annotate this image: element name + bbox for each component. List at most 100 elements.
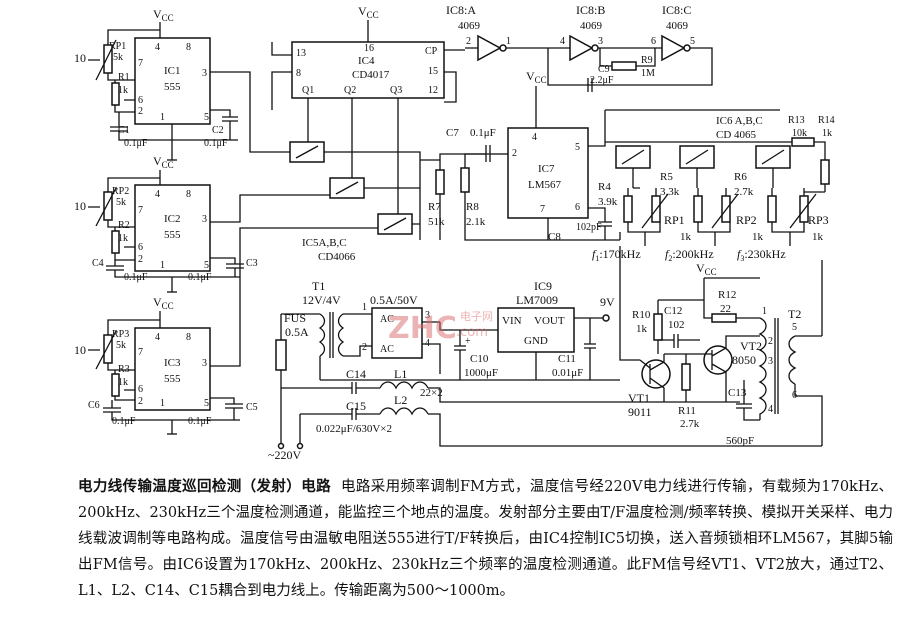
- caption-title: 电力线传输温度巡回检测（发射）电路: [78, 478, 331, 495]
- ic7-c7-label: C7: [446, 127, 459, 139]
- ic3-body: [134, 327, 211, 411]
- amp-r10-value: 1k: [636, 323, 648, 335]
- ic6-r14-value: 1k: [822, 128, 832, 139]
- ic4-pin12: 12: [428, 85, 438, 96]
- ic7-ref: IC7: [538, 163, 555, 175]
- ic2-c2-label: C3: [246, 258, 258, 269]
- ic7-c7-value: 0.1μF: [470, 127, 496, 139]
- psu-t1-value: 12V/4V: [302, 293, 341, 307]
- ic9-ref: IC9: [534, 279, 552, 293]
- ic7-pin6: 6: [575, 202, 580, 213]
- amp-c13-label: C13: [728, 387, 747, 399]
- ic7-vcc-label: VCC: [526, 69, 547, 85]
- vt1-part: 9011: [628, 405, 652, 419]
- ic6-rp2-value: 1k: [752, 231, 764, 243]
- ic1-pin3: 3: [202, 68, 207, 79]
- amp-c12-label: C12: [664, 305, 682, 317]
- ic3-c1-value: 0.1μF: [112, 416, 136, 427]
- ic7-body: [507, 127, 589, 219]
- frequency-labels: f1:170kHz f2:200kHz f3:230kHz: [592, 247, 786, 263]
- ic8-pin2: 2: [466, 36, 471, 47]
- ic6-rp2-label: RP2: [736, 213, 757, 227]
- ic3-pin7: 7: [138, 347, 143, 358]
- ic2-pin6: 6: [138, 242, 143, 253]
- c15-label: C15: [346, 399, 366, 413]
- ic1-body: [134, 37, 211, 125]
- ic2-pin5: 5: [204, 260, 209, 271]
- vt2-transistor: [703, 345, 733, 375]
- ic1-part: 555: [164, 81, 181, 93]
- ic1-pin7: 7: [138, 58, 143, 69]
- ic6-r6-value: 2.7k: [734, 186, 754, 198]
- bridge-pin3: 3: [425, 310, 430, 321]
- ic2-pin8: 8: [186, 189, 191, 200]
- psu-c11-label: C11: [558, 353, 576, 365]
- ic1-pin1: 1: [160, 112, 165, 123]
- psu-fuse-value: 0.5A: [285, 325, 309, 339]
- ic3-rp-value: 5k: [116, 340, 126, 351]
- ic4-part: CD4017: [352, 69, 390, 81]
- ic3-c2-label: C5: [246, 402, 258, 413]
- ic7-pll: VCC IC7 LM567 4 2 5 6 7 C7 0.1μF R7 51k …: [428, 69, 620, 243]
- ic2-c2-value: 0.1μF: [188, 272, 212, 283]
- rf-amplifier: VCC R12 22 R10 1k C12 102 VT1 9011 R11 2…: [619, 246, 823, 447]
- ic8c-part: 4069: [666, 20, 689, 32]
- ic8-r9-label: R9: [641, 55, 653, 66]
- watermark: ZHC 电子网 .com: [388, 310, 493, 346]
- ic4-q3: Q3: [390, 85, 402, 96]
- ic1-rp-label: RP1: [109, 41, 126, 52]
- ic8-c9-value: 2.2μF: [590, 75, 614, 86]
- ic8b-part: 4069: [580, 20, 603, 32]
- ic2-r-value: 1k: [118, 233, 128, 244]
- ic3-rp-label: RP3: [112, 329, 129, 340]
- ic1-pin2: 2: [138, 106, 143, 117]
- t2-n1: 1: [762, 306, 767, 317]
- ic2-pin1: 1: [160, 260, 165, 271]
- ic1-timer: VCC IC1 555 4 8 7 6 2 3 1 5 RP1 5k 10 R1…: [74, 7, 290, 161]
- ic6-r14-label: R14: [818, 115, 835, 126]
- ic1-rp-value: 5k: [113, 52, 123, 63]
- ic6-r5-label: R5: [660, 171, 673, 183]
- ic1-pin5: 5: [204, 112, 209, 123]
- watermark-sub: 电子网: [460, 310, 493, 323]
- ic4-pin13: 13: [296, 48, 306, 59]
- ic4-q1: Q1: [302, 85, 314, 96]
- ic4-pin15: 15: [428, 66, 438, 77]
- amp-r10-label: R10: [632, 309, 651, 321]
- amp-r12-value: 22: [720, 303, 731, 315]
- amp-c13-value: 560pF: [726, 435, 754, 447]
- t2-n4: 4: [768, 404, 773, 415]
- ic4-counter: VCC IC4 CD4017 13 16 8 CP 15 12 Q1 Q2 Q3: [271, 4, 465, 222]
- psu-c11-value: 0.01μF: [552, 367, 583, 379]
- amp-r12-label: R12: [718, 289, 736, 301]
- freq-f2: f2:200kHz: [665, 247, 714, 263]
- ic8-r9-value: 1M: [641, 68, 655, 79]
- ic4-ref: IC4: [358, 55, 375, 67]
- psu-bridge-value: 0.5A/50V: [370, 293, 418, 307]
- ic4-pin16: 16: [364, 43, 374, 54]
- ic6-r5-value: 3.3k: [660, 186, 680, 198]
- ic3-pin3: 3: [202, 358, 207, 369]
- ic3-c1-label: C6: [88, 400, 100, 411]
- ic3-r-value: 1k: [118, 377, 128, 388]
- vt2-label: VT2: [740, 339, 762, 353]
- ic6-rp1-value: 1k: [680, 231, 692, 243]
- freq-f1: f1:170kHz: [592, 247, 641, 263]
- ic8b-label: IC8:B: [576, 3, 605, 17]
- ic8-pin1: 1: [506, 36, 511, 47]
- amp-r11-label: R11: [678, 405, 696, 417]
- psu-c10-label: C10: [470, 353, 489, 365]
- ic3-pin8: 8: [186, 332, 191, 343]
- ic1-arrow-label: 10: [74, 51, 86, 65]
- ic3-arrow-label: 10: [74, 343, 86, 357]
- l1-label: L1: [394, 367, 407, 381]
- ic6-part: CD 4065: [716, 129, 757, 141]
- ic2-rp-value: 5k: [116, 197, 126, 208]
- ic1-vcc-label: VCC: [153, 7, 174, 23]
- ic2-body: [134, 184, 211, 272]
- ic1-c2-label: C2: [212, 125, 224, 136]
- ic9-gnd: GND: [524, 335, 548, 347]
- ic4-pin-cp: CP: [425, 46, 438, 57]
- ic4-body: [291, 41, 445, 99]
- ic1-pin6: 6: [138, 95, 143, 106]
